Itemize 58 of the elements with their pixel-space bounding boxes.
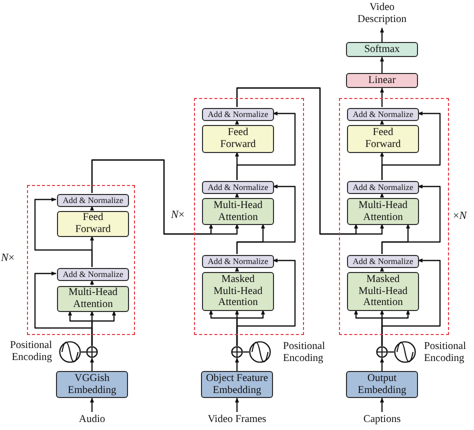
layer-box: Add & Normalize bbox=[202, 108, 274, 121]
arrow bbox=[235, 120, 239, 124]
arrow bbox=[34, 198, 93, 267]
embedding-box: Output Embedding bbox=[346, 371, 418, 398]
arrow bbox=[380, 28, 384, 42]
layer-box: Add & Normalize bbox=[347, 181, 419, 194]
repeat-count-label: ×N bbox=[453, 210, 467, 222]
arrow bbox=[236, 184, 296, 254]
arrow bbox=[236, 87, 384, 235]
io-label: Captions bbox=[342, 412, 422, 427]
arrow bbox=[236, 112, 296, 180]
repeat-count-label: N× bbox=[1, 252, 15, 264]
layer-box: Add & Normalize bbox=[202, 255, 274, 268]
io-label: Video Description bbox=[350, 0, 414, 28]
arrow bbox=[235, 192, 239, 198]
arrow bbox=[380, 398, 384, 412]
layer-box: Multi-Head Attention bbox=[202, 198, 274, 225]
layer-box: Add & Normalize bbox=[202, 181, 274, 194]
arrow bbox=[91, 310, 116, 346]
arrow bbox=[90, 280, 94, 285]
arrow bbox=[236, 310, 265, 346]
arrow bbox=[380, 192, 384, 198]
layer-box: Masked Multi-Head Attention bbox=[347, 272, 419, 311]
arrow bbox=[380, 120, 384, 124]
arrow bbox=[90, 206, 94, 210]
io-label: Video Frames bbox=[192, 412, 282, 427]
symbol-caption: Positional Encoding bbox=[424, 341, 468, 364]
symbol-caption: Positional Encoding bbox=[283, 341, 326, 364]
layer-box: Add & Normalize bbox=[57, 194, 129, 207]
repeat-count-label: N× bbox=[171, 209, 185, 222]
arrow bbox=[91, 159, 239, 235]
layer-box: Add & Normalize bbox=[347, 255, 419, 268]
arrow bbox=[381, 310, 410, 346]
layer-box: Feed Forward bbox=[202, 125, 274, 153]
arrow bbox=[235, 266, 239, 272]
arrow bbox=[380, 88, 384, 107]
layer-box: Feed Forward bbox=[57, 211, 129, 237]
layer-box: Feed Forward bbox=[347, 125, 419, 153]
layer-box: Linear bbox=[346, 73, 418, 88]
symbol-caption: Positional Encoding bbox=[8, 340, 52, 364]
layer-box: Add & Normalize bbox=[57, 268, 129, 281]
arrow bbox=[90, 398, 94, 412]
arrow bbox=[380, 358, 384, 371]
layer-box: Masked Multi-Head Attention bbox=[202, 272, 274, 311]
io-label: Audio bbox=[62, 412, 122, 427]
embedding-box: VGGish Embedding bbox=[56, 371, 128, 398]
arrow bbox=[380, 266, 384, 272]
arrow bbox=[90, 358, 94, 371]
arrow bbox=[235, 398, 239, 412]
layer-box: Multi-Head Attention bbox=[57, 286, 129, 312]
layer-box: Multi-Head Attention bbox=[347, 198, 419, 225]
arrow bbox=[235, 358, 239, 371]
layer-box: Add & Normalize bbox=[347, 108, 419, 121]
arrow bbox=[381, 184, 441, 254]
arrow bbox=[380, 56, 384, 73]
embedding-box: Object Feature Embedding bbox=[201, 371, 273, 398]
layer-box: Softmax bbox=[346, 42, 418, 57]
arrow bbox=[381, 112, 441, 180]
